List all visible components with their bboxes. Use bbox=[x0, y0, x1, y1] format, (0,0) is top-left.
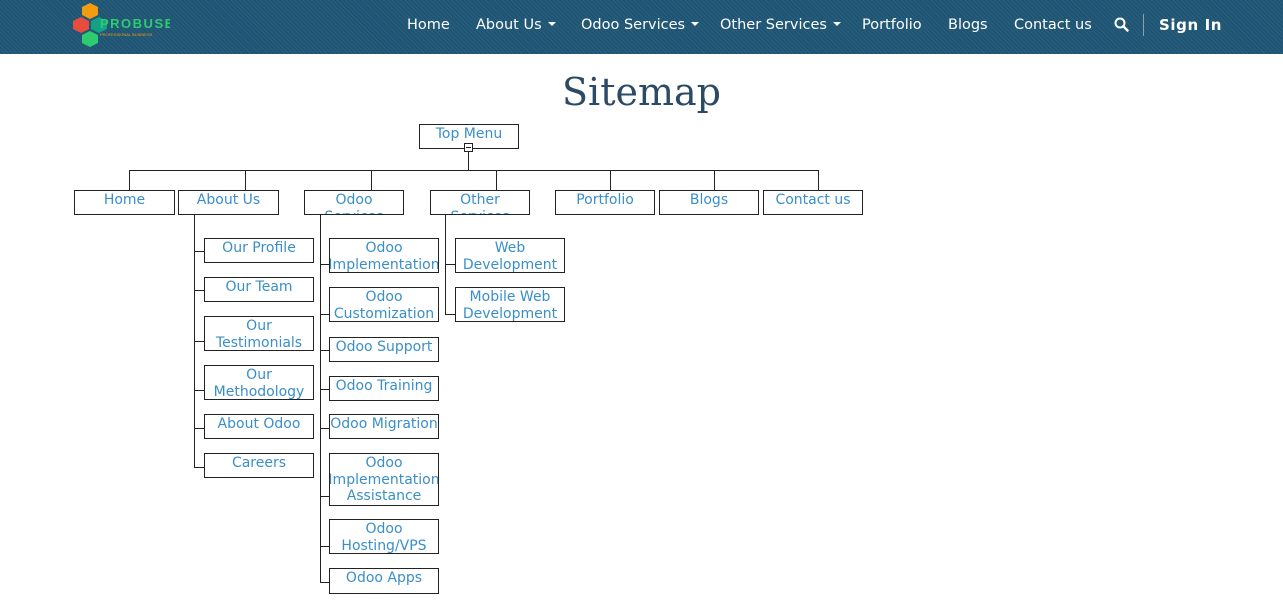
sitemap-item-mobile-web-development[interactable]: Mobile Web Development bbox=[455, 287, 565, 322]
sitemap-item-label: Odoo Implementation bbox=[329, 240, 439, 273]
sitemap-item-label: About Us bbox=[196, 192, 261, 208]
sitemap-item-label: Careers bbox=[231, 455, 287, 471]
nav-contact-us-label: Contact us bbox=[1014, 17, 1092, 33]
nav-divider bbox=[1143, 14, 1144, 36]
sitemap-item-label: Portfolio bbox=[576, 192, 634, 208]
svg-text:PROFESSIONAL BUSINESS: PROFESSIONAL BUSINESS bbox=[100, 32, 153, 37]
sitemap-root-label: Top Menu bbox=[435, 126, 503, 142]
nav-odoo-services-label: Odoo Services bbox=[581, 17, 686, 33]
sitemap-item-label: Odoo Support bbox=[335, 339, 433, 355]
sitemap-item-blogs[interactable]: Blogs bbox=[659, 190, 759, 215]
sitemap-item-about-us[interactable]: About Us bbox=[178, 190, 279, 215]
probuse-logo[interactable]: PROBUSE PROFESSIONAL BUSINESS bbox=[70, 2, 173, 52]
nav-blogs[interactable]: Blogs bbox=[948, 0, 988, 50]
sitemap-item-portfolio[interactable]: Portfolio bbox=[555, 190, 655, 215]
sitemap-item-about-odoo[interactable]: About Odoo bbox=[204, 414, 314, 439]
sitemap-item-our-profile[interactable]: Our Profile bbox=[204, 238, 314, 263]
sitemap-item-label: Our Team bbox=[225, 279, 293, 295]
sitemap-item-label: Odoo Customization bbox=[333, 289, 435, 322]
sitemap-item-odoo-training[interactable]: Odoo Training bbox=[329, 376, 439, 401]
caret-down-icon bbox=[691, 22, 700, 26]
sitemap-item-odoo-customization[interactable]: Odoo Customization bbox=[329, 287, 439, 322]
nav-home[interactable]: Home bbox=[407, 0, 450, 50]
nav-contact-us[interactable]: Contact us bbox=[1014, 0, 1092, 50]
sitemap-item-our-methodology[interactable]: Our Methodology bbox=[204, 365, 314, 400]
sitemap-item-label: About Odoo bbox=[217, 416, 301, 432]
sitemap-item-odoo-implementation-assistance[interactable]: Odoo Implementation Assistance bbox=[329, 453, 439, 506]
sitemap-item-label: Our Methodology bbox=[213, 367, 305, 400]
collapse-minus-icon[interactable] bbox=[464, 143, 473, 152]
search-icon-graphic bbox=[1114, 17, 1129, 32]
logo-graphic: PROBUSE PROFESSIONAL BUSINESS bbox=[73, 3, 173, 47]
sitemap-item-odoo-support[interactable]: Odoo Support bbox=[329, 337, 439, 362]
nav-about-us-label: About Us bbox=[476, 17, 542, 33]
sitemap-item-label: Our Testimonials bbox=[215, 318, 303, 351]
caret-down-icon bbox=[547, 22, 556, 26]
caret-down-icon bbox=[832, 22, 841, 26]
sitemap-item-label: Contact us bbox=[775, 192, 851, 208]
sitemap-item-web-development[interactable]: Web Development bbox=[455, 238, 565, 273]
sitemap-item-label: Home bbox=[103, 192, 146, 208]
sitemap-item-our-testimonials[interactable]: Our Testimonials bbox=[204, 316, 314, 351]
sitemap-item-odoo-migration[interactable]: Odoo Migration bbox=[329, 414, 439, 439]
sign-in-link[interactable]: Sign In bbox=[1159, 0, 1222, 50]
sitemap-item-label: Mobile Web Development bbox=[462, 289, 558, 322]
nav-other-services[interactable]: Other Services bbox=[720, 0, 841, 50]
top-navbar: PROBUSE PROFESSIONAL BUSINESS Home About… bbox=[0, 0, 1283, 54]
svg-text:PROBUSE: PROBUSE bbox=[100, 16, 170, 31]
nav-odoo-services[interactable]: Odoo Services bbox=[581, 0, 700, 50]
sitemap-item-odoo-apps[interactable]: Odoo Apps bbox=[329, 568, 439, 594]
sitemap-item-label: Odoo Migration bbox=[330, 416, 438, 432]
page-title: Sitemap bbox=[562, 70, 721, 114]
search-icon[interactable] bbox=[1114, 17, 1129, 33]
sitemap-item-odoo-hosting-vps[interactable]: Odoo Hosting/VPS bbox=[329, 519, 439, 554]
nav-about-us[interactable]: About Us bbox=[476, 0, 556, 50]
nav-portfolio[interactable]: Portfolio bbox=[862, 0, 922, 50]
sitemap-item-other-services[interactable]: Other Services bbox=[430, 190, 530, 215]
nav-blogs-label: Blogs bbox=[948, 17, 988, 33]
sitemap-item-our-team[interactable]: Our Team bbox=[204, 277, 314, 302]
sitemap-item-home[interactable]: Home bbox=[74, 190, 175, 215]
nav-other-services-label: Other Services bbox=[720, 17, 827, 33]
sitemap-item-label: Blogs bbox=[689, 192, 729, 208]
sign-in-label: Sign In bbox=[1159, 16, 1223, 34]
sitemap-item-label: Odoo Training bbox=[335, 378, 433, 394]
sitemap-item-label: Odoo Services bbox=[324, 192, 383, 214]
sitemap-item-contact-us[interactable]: Contact us bbox=[763, 190, 863, 215]
sitemap-item-label: Odoo Implementation Assistance bbox=[329, 455, 439, 504]
sitemap-item-odoo-services[interactable]: Odoo Services bbox=[304, 190, 404, 215]
sitemap-item-careers[interactable]: Careers bbox=[204, 453, 314, 478]
sitemap-item-label: Odoo Hosting/VPS bbox=[341, 521, 427, 554]
sitemap-item-label: Odoo Apps bbox=[345, 570, 423, 586]
sitemap-item-label: Other Services bbox=[450, 192, 509, 214]
sitemap-item-odoo-implementation[interactable]: Odoo Implementation bbox=[329, 238, 439, 273]
sitemap-item-label: Web Development bbox=[462, 240, 558, 273]
sitemap-item-label: Our Profile bbox=[222, 240, 296, 256]
nav-home-label: Home bbox=[407, 17, 450, 33]
nav-portfolio-label: Portfolio bbox=[862, 17, 922, 33]
